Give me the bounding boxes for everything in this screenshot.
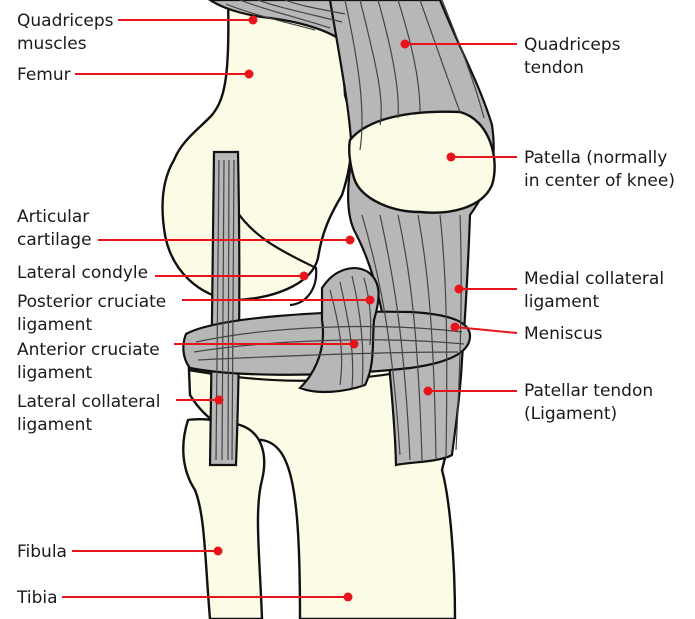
label-fibula: Fibula <box>17 542 67 562</box>
dot-anterior-cruciate <box>349 339 359 349</box>
meniscus-fibers <box>193 325 465 361</box>
label-medial-collateral: Medial collateral ligament <box>524 269 669 312</box>
cruciate-fibers <box>329 275 372 389</box>
label-patella: Patella (normally in center of knee) <box>524 148 675 191</box>
label-patellar-tendon: Patellar tendon (Ligament) <box>524 381 659 424</box>
dot-quadriceps-muscles <box>248 15 258 25</box>
lateral-collateral-ligament-shape <box>208 150 241 467</box>
dot-tibia <box>343 592 353 602</box>
label-meniscus: Meniscus <box>524 324 603 344</box>
dot-lateral-condyle <box>299 271 309 281</box>
labels-left: Quadriceps muscles Femur Articular carti… <box>16 11 172 608</box>
lateral-collateral-fibers <box>215 159 235 461</box>
patella-shape <box>348 110 496 214</box>
label-quadriceps-tendon: Quadriceps tendon <box>524 35 626 78</box>
label-lateral-collateral: Lateral collateral ligament <box>17 392 166 435</box>
label-femur: Femur <box>17 65 71 85</box>
dot-femur <box>244 69 254 79</box>
label-tibia: Tibia <box>16 588 58 608</box>
dot-lateral-collateral <box>214 395 224 405</box>
dot-fibula <box>213 546 223 556</box>
dot-articular-cartilage <box>345 235 355 245</box>
leader-meniscus <box>454 326 518 334</box>
dot-posterior-cruciate <box>365 295 375 305</box>
dot-quadriceps-tendon <box>400 39 410 49</box>
label-posterior-cruciate: Posterior cruciate ligament <box>17 292 172 335</box>
label-articular-cartilage: Articular cartilage <box>17 207 95 250</box>
label-quadriceps-muscles: Quadriceps muscles <box>17 11 119 54</box>
tendon-fibers <box>344 0 485 461</box>
dot-medial-collateral <box>454 284 464 294</box>
dot-patella <box>446 152 456 162</box>
dot-meniscus <box>450 322 460 332</box>
labels-right: Quadriceps tendon Patella (normally in c… <box>524 35 675 424</box>
quadriceps-fibers <box>225 0 346 31</box>
label-anterior-cruciate: Anterior cruciate ligament <box>17 340 165 383</box>
fibula-shape <box>182 418 266 619</box>
femur-shape <box>161 0 353 302</box>
dot-patellar-tendon <box>423 386 433 396</box>
leader-lines <box>62 15 518 602</box>
label-lateral-condyle: Lateral condyle <box>17 263 148 283</box>
